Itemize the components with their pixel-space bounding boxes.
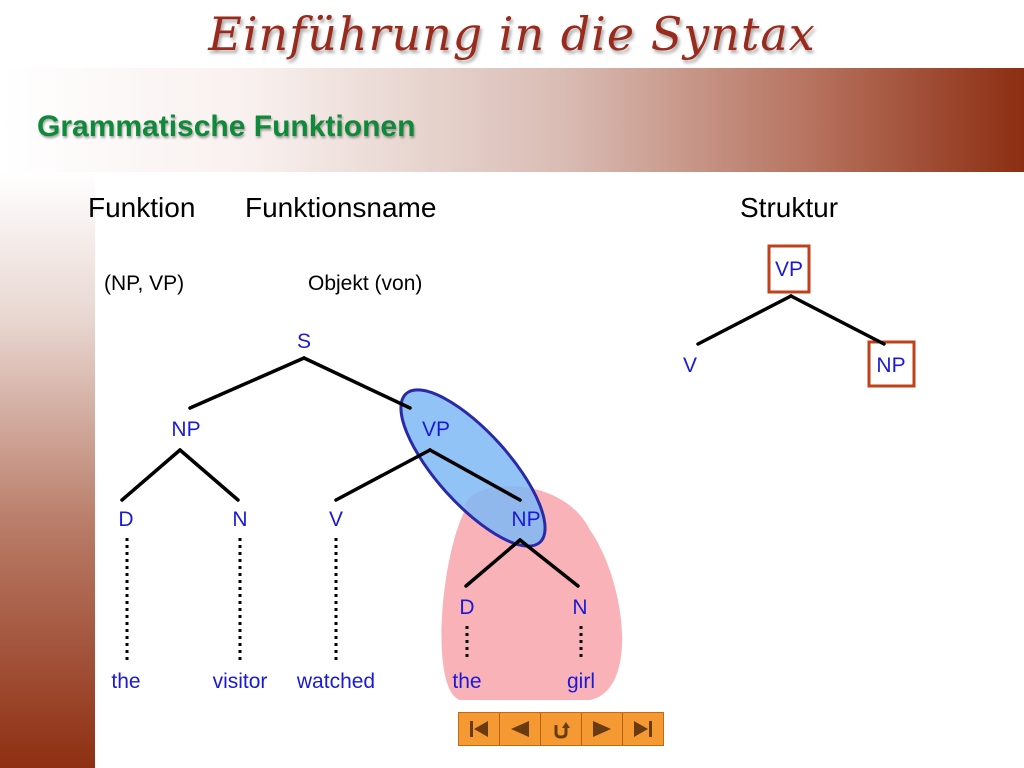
word-visitor: visitor [213,670,268,693]
word-watched: watched [296,670,375,693]
function-name-value: Objekt (von) [308,272,423,295]
next-slide-button[interactable] [582,713,623,745]
slide-title: Grammatische Funktionen [37,110,416,143]
last-slide-button[interactable] [623,713,663,745]
vp-np-ellipse-highlight [399,388,547,548]
structure-vp-label: VP [775,258,803,281]
word-the-object: the [452,670,481,693]
column-heading-funktion: Funktion [88,192,196,223]
return-icon [554,722,570,739]
header-title: Einführung in die Syntax [208,7,816,61]
structure-v-label: V [683,354,697,377]
tree-edges [120,356,580,588]
first-icon [470,721,488,737]
node-v: V [329,508,343,531]
function-value: (NP, VP) [104,272,185,295]
lexical-links [125,538,583,660]
previous-slide-button[interactable] [500,713,541,745]
node-s: S [297,330,311,353]
next-icon [593,721,611,737]
column-heading-funktionsname: Funktionsname [245,192,437,223]
word-the: the [111,670,140,693]
last-icon [634,721,652,737]
node-d-object: D [459,596,474,619]
return-button[interactable] [541,713,582,745]
node-n-object: N [572,596,587,619]
header-gradient-band [0,68,1024,172]
np-box [867,340,916,388]
node-np-object: NP [511,508,540,531]
node-d: D [118,508,133,531]
node-vp: VP [422,418,450,441]
node-n: N [232,508,247,531]
np-object-highlight [441,486,623,700]
first-slide-button[interactable] [459,713,500,745]
vp-root-box [767,244,811,294]
left-decor-band [0,172,95,768]
structure-tree: VP V NP [683,244,916,388]
navigation-bar [458,712,664,746]
word-girl: girl [567,670,595,693]
prev-icon [511,721,529,737]
structure-np-label: NP [876,354,905,377]
node-np: NP [171,418,200,441]
column-heading-struktur: Struktur [740,192,839,223]
